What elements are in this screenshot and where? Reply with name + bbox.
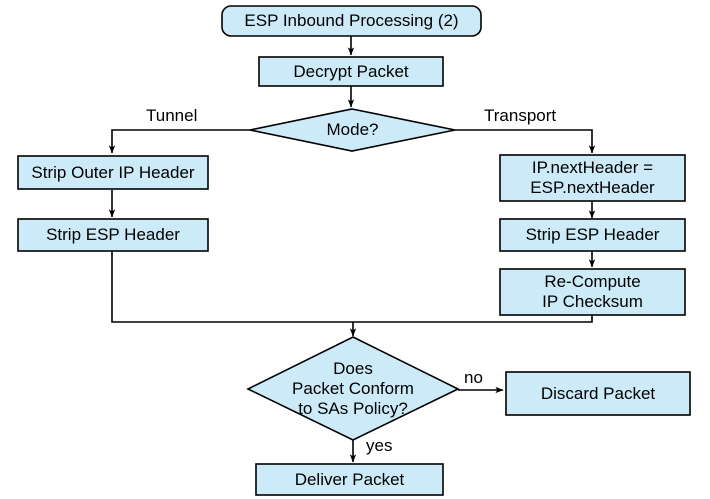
node-shape-mode	[249, 108, 456, 152]
node-shape-deliver	[255, 463, 444, 496]
node-shape-strip-esp-tunnel	[17, 218, 209, 252]
edge-tunnel-merge	[111, 251, 353, 323]
edge-label-yes: yes	[366, 436, 393, 455]
node-shape-recompute	[499, 268, 686, 316]
edge-label-transport: Transport	[484, 106, 557, 125]
edge-mode-to-tunnel	[108, 129, 250, 154]
node-shape-discard	[505, 371, 691, 416]
node-shape-strip-esp-transport	[499, 218, 686, 252]
edge-transport-merge	[353, 315, 593, 323]
edge-label-tunnel: Tunnel	[146, 106, 198, 125]
edge-label-no: no	[464, 368, 483, 387]
node-shape-next-header	[499, 154, 686, 202]
node-shape-start	[221, 5, 482, 37]
node-shape-conform	[246, 336, 460, 441]
node-shape-decrypt	[258, 56, 444, 87]
node-shape-strip-outer-ip	[17, 155, 209, 190]
edge-mode-to-transport	[455, 129, 596, 154]
